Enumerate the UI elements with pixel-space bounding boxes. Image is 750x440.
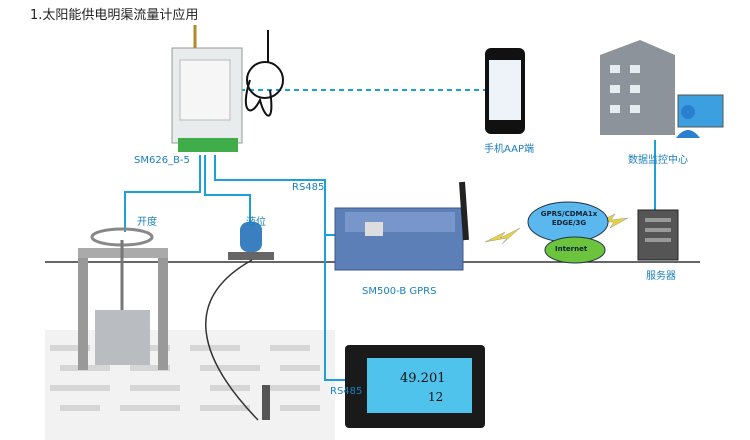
label-rs485-top: RS485 [292, 182, 325, 193]
label-server: 服务器 [646, 271, 676, 282]
display-panel [345, 345, 485, 428]
antenna-icon [244, 30, 284, 117]
label-rtu: SM626_B-5 [134, 155, 190, 166]
cloud-network [527, 201, 609, 264]
wireless-icon [484, 213, 629, 245]
label-gprs-device: SM500-B GPRS [362, 286, 437, 297]
label-datacenter: 数据监控中心 [628, 155, 688, 166]
phone-icon [485, 48, 525, 134]
water-area [45, 261, 700, 440]
rtu-device [171, 25, 243, 152]
page-title: 1.太阳能供电明渠流量计应用 [30, 8, 199, 23]
label-rs485-bottom: RS485 [330, 386, 363, 397]
level-sensor [205, 222, 274, 421]
gprs-device [334, 181, 469, 271]
label-level: 液位 [246, 217, 266, 228]
sluice-gate [78, 227, 168, 370]
cloud-label-edge: EDGE/3G [551, 219, 587, 227]
cloud-label-gprs: GPRS/CDMA1x [540, 210, 598, 218]
label-phone: 手机AAP端 [484, 144, 534, 155]
display-value-total: 12 [428, 390, 444, 404]
label-opening: 开度 [137, 217, 157, 228]
display-value-flow: 49.201 [400, 371, 446, 386]
server-icon [637, 209, 679, 261]
cloud-label-internet: Internet [555, 245, 588, 253]
building-icon [600, 40, 724, 138]
